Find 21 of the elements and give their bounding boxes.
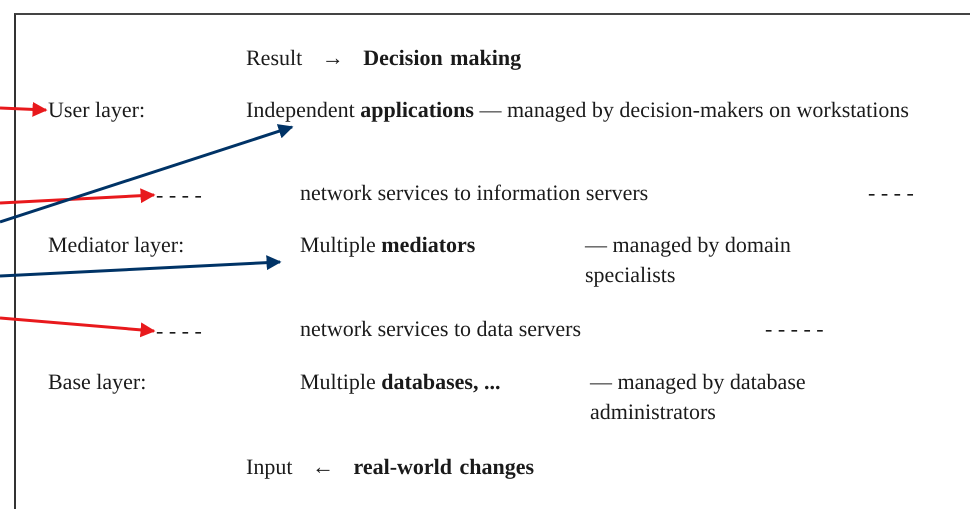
manager-text: — managed by database administrators: [590, 367, 880, 427]
dashed-separator: - - - -: [868, 178, 914, 208]
layer-description: Multiple databases, ...: [300, 367, 500, 397]
layer-label: Base layer:: [48, 367, 146, 397]
service-text: network services to information servers: [300, 178, 648, 208]
layer-label: User layer:: [48, 95, 146, 125]
layer-description: Multiple mediators: [300, 230, 476, 260]
arrow: [0, 188, 156, 204]
service-text: network services to data servers: [300, 314, 582, 344]
dashed-separator: - - - -: [156, 180, 202, 210]
layer-label: Mediator layer:: [48, 230, 184, 260]
layer-description: Independent applications — managed by decision-makers on workstations: [246, 95, 961, 125]
dashed-separator: - - - - -: [765, 314, 824, 344]
arrow: [0, 316, 156, 338]
input-text: Input ← real-world changes: [246, 453, 534, 481]
manager-text: — managed by domain specialists: [585, 230, 865, 290]
dashed-separator: - - - -: [156, 316, 202, 346]
arrow: [0, 124, 294, 224]
arrow: [0, 255, 282, 278]
result-text: Result → Decision making: [246, 44, 522, 72]
arrow: [0, 102, 48, 117]
